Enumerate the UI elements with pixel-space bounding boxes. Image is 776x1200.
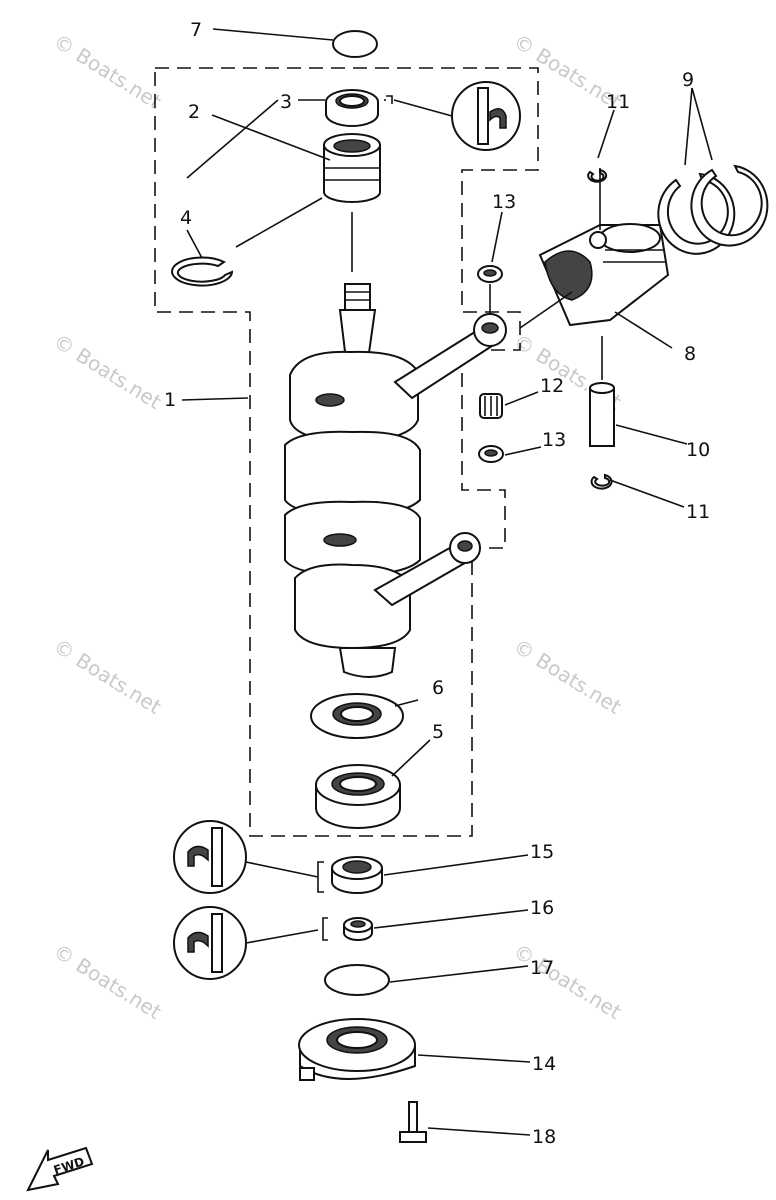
callout-label: 14 bbox=[532, 1053, 556, 1075]
crankshaft-part-1 bbox=[284, 283, 507, 678]
bolt-part-18 bbox=[399, 1101, 427, 1143]
grease-symbol-bubble bbox=[384, 81, 521, 151]
callout-label: 5 bbox=[432, 721, 444, 743]
oil-seal-part-16 bbox=[343, 917, 373, 941]
needle-bearing-part-12 bbox=[479, 393, 503, 419]
ball-bearing-part-5 bbox=[315, 764, 401, 829]
callout-labels: 1 2 3 4 5 6 7 8 9 10 11 11 12 13 13 14 1… bbox=[164, 19, 710, 1148]
callout-label: 11 bbox=[606, 91, 630, 113]
watermark: © Boats.net bbox=[49, 634, 165, 719]
piston-pin-clip-part-11-upper bbox=[587, 168, 608, 183]
watermark: © Boats.net bbox=[509, 939, 625, 1024]
lower-housing-part-14 bbox=[298, 1018, 416, 1081]
callout-label: 6 bbox=[432, 677, 444, 699]
callout-label: 1 bbox=[164, 389, 176, 411]
piston-pin-clip-part-11-lower bbox=[590, 473, 613, 490]
callout-label: 8 bbox=[684, 343, 696, 365]
callout-label: 9 bbox=[682, 69, 694, 91]
callout-label: 13 bbox=[542, 429, 566, 451]
callout-label: 4 bbox=[180, 207, 192, 229]
o-ring-part-7 bbox=[332, 30, 378, 58]
oil-seal-part-3 bbox=[325, 89, 379, 127]
callout-label: 18 bbox=[532, 1126, 556, 1148]
piston-pin-part-10 bbox=[589, 382, 615, 447]
watermark: © Boats.net bbox=[49, 939, 165, 1024]
grease-symbol-bubble bbox=[173, 906, 328, 980]
leader-lines bbox=[181, 28, 713, 1136]
circlip-part-4 bbox=[171, 256, 234, 287]
callout-label: 12 bbox=[540, 375, 564, 397]
callout-label: 2 bbox=[188, 101, 200, 123]
crankshaft-assembly-boundary bbox=[154, 67, 539, 837]
fwd-arrow-icon: FWD bbox=[26, 1146, 94, 1192]
callout-label: 13 bbox=[492, 191, 516, 213]
piston-part-8 bbox=[538, 223, 670, 327]
watermark: © Boats.net bbox=[49, 329, 165, 414]
callout-label: 17 bbox=[530, 957, 554, 979]
callout-label: 3 bbox=[280, 91, 292, 113]
grease-symbol-bubble bbox=[173, 820, 324, 894]
watermark: © Boats.net bbox=[509, 634, 625, 719]
bearing-part-2 bbox=[323, 133, 381, 203]
callout-label: 16 bbox=[530, 897, 554, 919]
callout-label: 15 bbox=[530, 841, 554, 863]
callout-label: 11 bbox=[686, 501, 710, 523]
thrust-washer-part-13-upper bbox=[477, 265, 503, 283]
o-ring-part-17 bbox=[324, 964, 390, 996]
watermark: © Boats.net bbox=[49, 29, 165, 114]
bearing-housing-part-6 bbox=[310, 693, 404, 739]
thrust-washer-part-13-lower bbox=[478, 445, 504, 463]
piston-rings-part-9 bbox=[657, 164, 769, 255]
oil-seal-part-15 bbox=[331, 856, 383, 894]
callout-label: 7 bbox=[190, 19, 202, 41]
callout-label: 10 bbox=[686, 439, 710, 461]
